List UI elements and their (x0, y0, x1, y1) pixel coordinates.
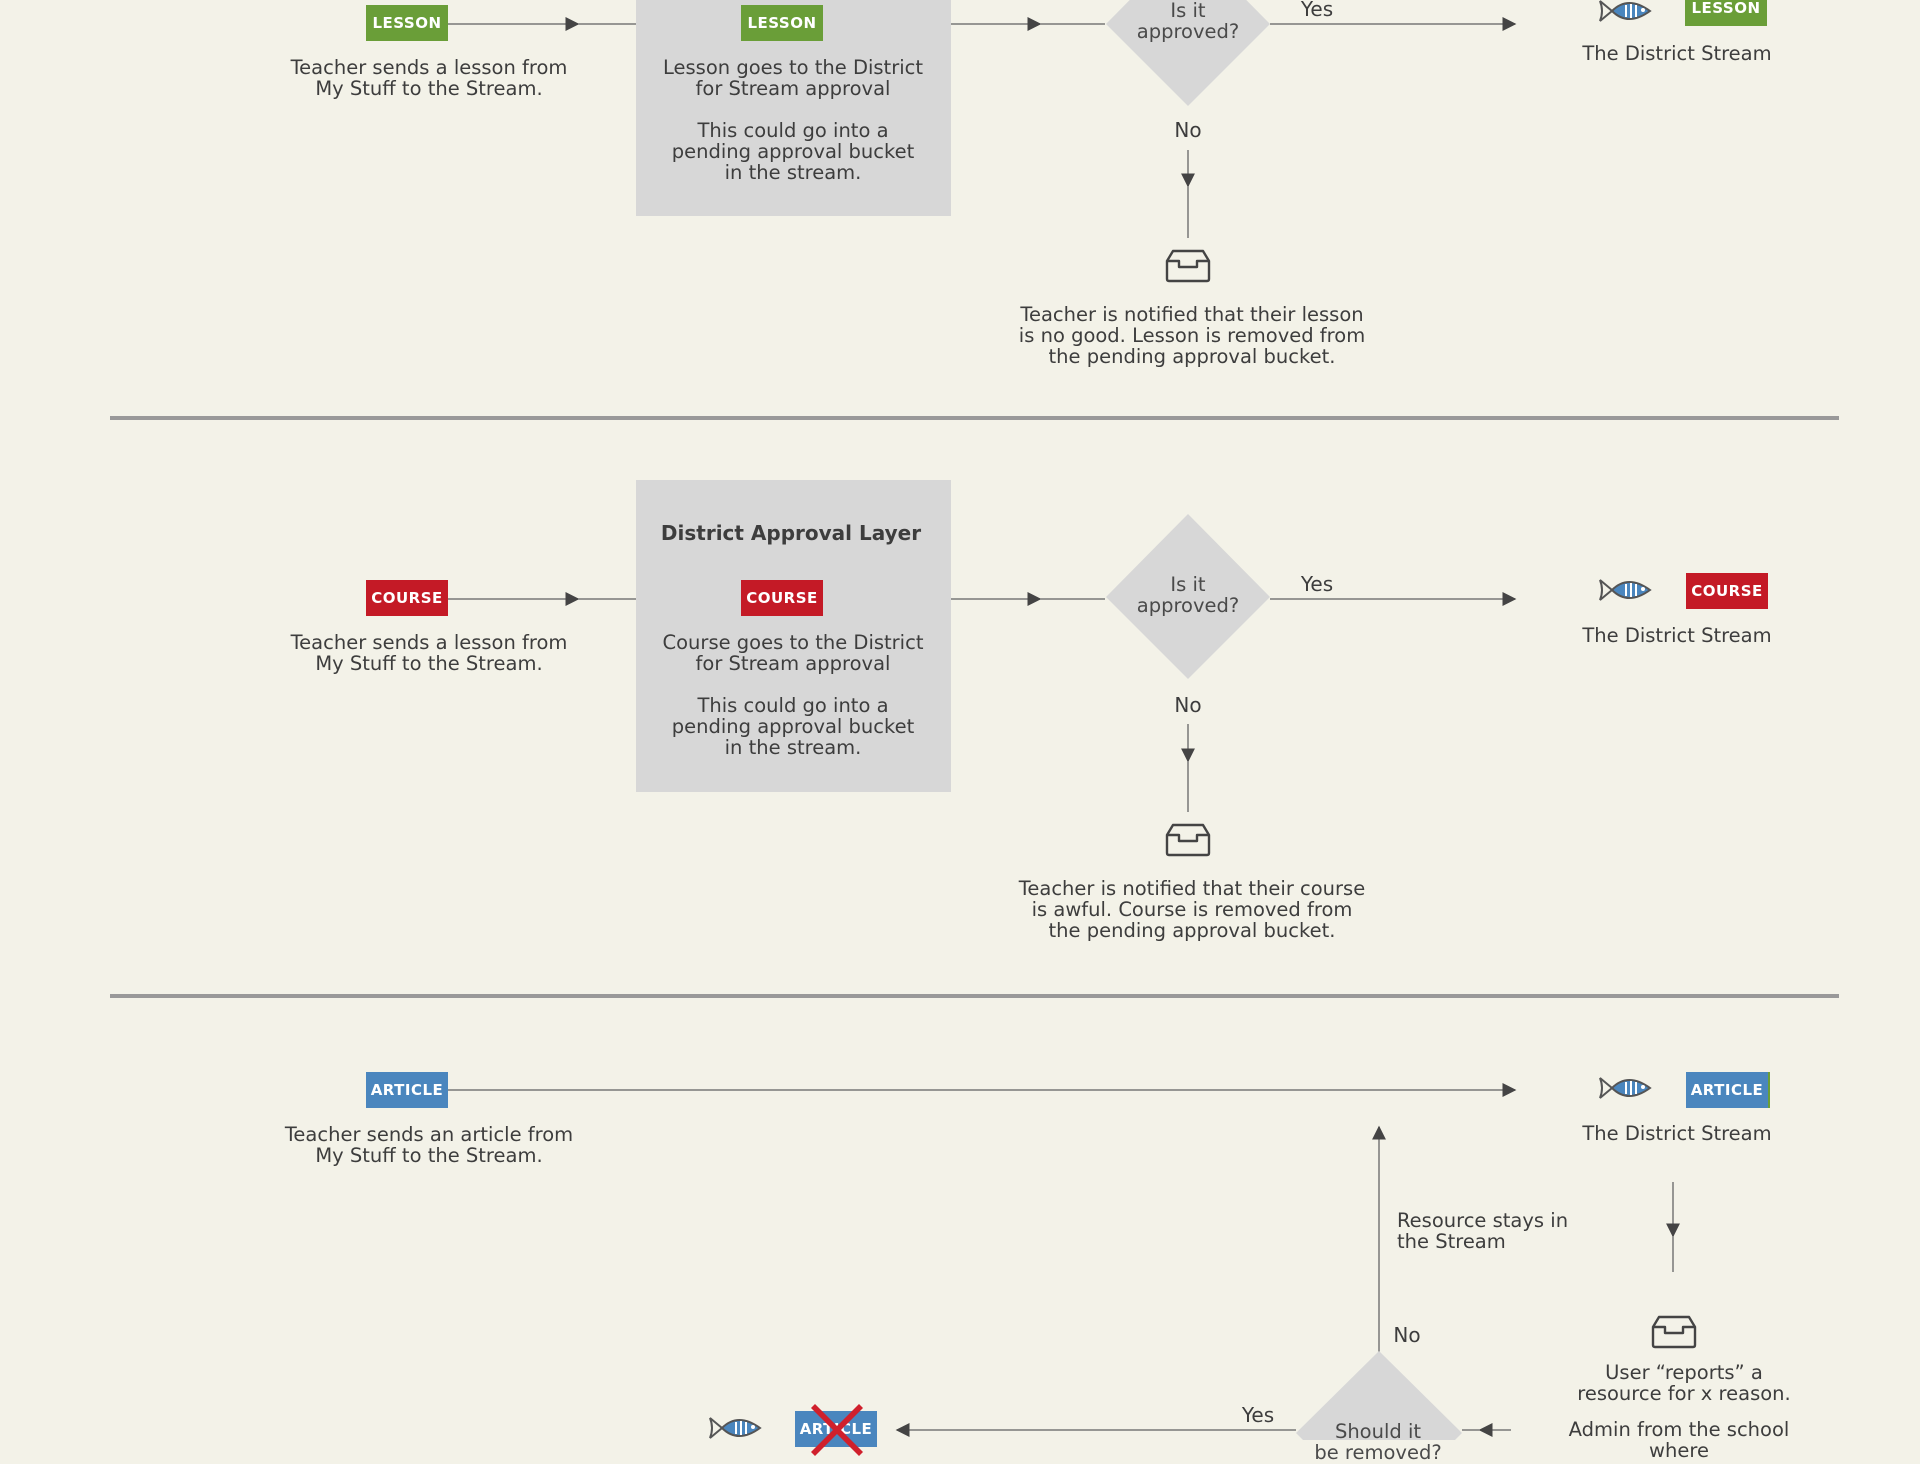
box-title: District Approval Layer (660, 521, 922, 545)
inbox-tray-icon (1165, 823, 1211, 857)
fish-icon (709, 1417, 762, 1439)
admin-text: Admin from the school where (1568, 1418, 1790, 1462)
yes-label: Yes (1300, 0, 1334, 21)
yes-label: Yes (1300, 572, 1334, 596)
fish-icon (1599, 0, 1652, 22)
box-text-course-1: Course goes to the District for Stream a… (662, 631, 924, 675)
rejected-text-course: Teacher is notified that their course is… (1018, 877, 1366, 942)
decision-label-removed: Should it be removed? (1314, 1419, 1442, 1464)
box-text-lesson-2: This could go into a pending approval bu… (671, 119, 915, 184)
article-tag: ARTICLE (1686, 1072, 1770, 1108)
red-x-icon (811, 1404, 863, 1456)
course-tag: COURSE (1686, 573, 1768, 609)
decision-label-approved-1: Is it approved? (1136, 0, 1240, 43)
stream-label: The District Stream (1582, 1122, 1772, 1145)
no-label: No (1174, 693, 1202, 717)
fish-icon (1599, 1077, 1652, 1099)
article-tag: ARTICLE (366, 1072, 448, 1108)
stays-in-stream-text: Resource stays in the Stream (1397, 1209, 1569, 1253)
course-tag: COURSE (741, 580, 823, 616)
decision-diamond-approved-2 (1106, 514, 1270, 679)
report-text: User “reports” a resource for x reason. (1577, 1361, 1791, 1405)
yes-label: Yes (1241, 1403, 1275, 1427)
lesson-tag: LESSON (741, 5, 823, 41)
decision-diamond-approved-1 (1106, 0, 1270, 106)
district-approval-box-course (636, 480, 951, 792)
no-label: No (1174, 118, 1202, 142)
stream-label: The District Stream (1582, 42, 1772, 65)
fish-icon (1599, 579, 1652, 601)
sender-text-course: Teacher sends a lesson from My Stuff to … (290, 631, 568, 675)
lesson-tag: LESSON (1685, 0, 1767, 26)
rejected-text-lesson: Teacher is notified that their lesson is… (1018, 303, 1366, 368)
section2-lines (448, 514, 1517, 812)
decision-label-approved-2: Is it approved? (1136, 573, 1240, 617)
section-divider (110, 994, 1839, 998)
box-text-course-2: This could go into a pending approval bu… (671, 694, 915, 759)
section3-lines (448, 1083, 1680, 1440)
section-divider (110, 416, 1839, 420)
decision-diamond-removed (1296, 1351, 1462, 1440)
no-label: No (1393, 1323, 1421, 1347)
inbox-tray-icon (1651, 1315, 1697, 1349)
stream-label: The District Stream (1582, 624, 1772, 647)
course-tag: COURSE (366, 580, 448, 616)
sender-text-lesson: Teacher sends a lesson from My Stuff to … (290, 56, 568, 100)
lesson-tag: LESSON (366, 5, 448, 41)
box-text-lesson-1: Lesson goes to the District for Stream a… (662, 56, 924, 100)
section1-lines (448, 0, 1517, 238)
sender-text-article: Teacher sends an article from My Stuff t… (284, 1123, 574, 1167)
inbox-tray-icon (1165, 249, 1211, 283)
